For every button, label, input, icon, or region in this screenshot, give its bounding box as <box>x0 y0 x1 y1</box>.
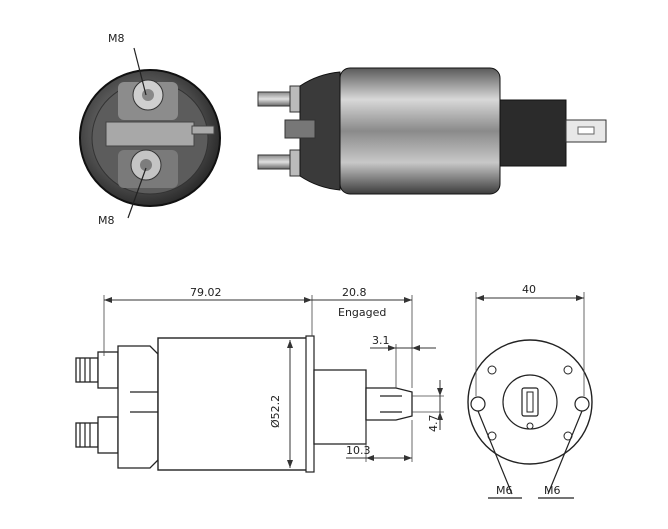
slot-width-label: 4.7 <box>427 415 440 433</box>
overall-length-label: 79.02 <box>190 286 222 299</box>
plunger-travel-label: 20.8 <box>342 286 367 299</box>
top-thread-leader <box>133 47 147 96</box>
left-mount-thread-label: M6 <box>496 484 513 497</box>
right-mount-thread-label: M6 <box>544 484 561 497</box>
tip-length-label: 10.3 <box>346 444 371 457</box>
flange-width-label: 40 <box>522 283 536 296</box>
body-diameter-label: Ø52.2 <box>269 395 282 428</box>
side-view-photo <box>257 67 607 195</box>
plunger-offset-label: 3.1 <box>372 334 390 347</box>
bottom-thread-label: M8 <box>98 214 115 227</box>
bottom-thread-leader <box>127 167 147 219</box>
front-view-drawing <box>467 339 593 465</box>
side-view-drawing <box>75 335 413 473</box>
left-mount-leader <box>477 410 513 495</box>
top-thread-label: M8 <box>108 32 125 45</box>
travel-note-label: Engaged <box>338 306 386 319</box>
right-mount-leader <box>547 410 583 495</box>
end-view-photo <box>79 69 221 207</box>
